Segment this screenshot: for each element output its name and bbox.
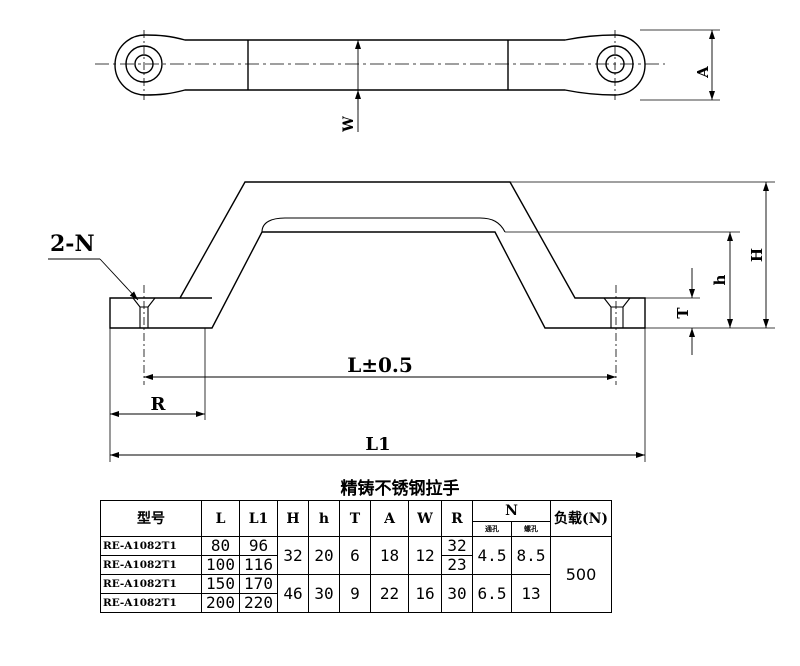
header-A: A	[370, 500, 409, 537]
header-N: N	[472, 500, 551, 522]
front-view	[48, 181, 775, 462]
group-2-N-thread: 13	[511, 574, 551, 613]
load-value: 500	[550, 536, 612, 613]
group-1-A: 18	[370, 536, 409, 575]
header-load: 负载(N)	[550, 500, 612, 537]
group-2-R: 30	[441, 574, 473, 613]
table-title: 精铸不锈钢拉手	[340, 479, 460, 499]
group-2-A: 22	[370, 574, 409, 613]
row-4-L: 200	[201, 593, 240, 613]
header-L1: L1	[239, 500, 278, 537]
group-1-W: 12	[408, 536, 442, 575]
dim-A-label: A	[694, 66, 712, 79]
group-2-H: 46	[277, 574, 309, 613]
header-H: H	[277, 500, 309, 537]
row-4-L1: 220	[239, 593, 278, 613]
header-T: T	[339, 500, 371, 537]
group-1-N-through: 4.5	[472, 536, 512, 575]
group-2-N-through: 6.5	[472, 574, 512, 613]
group-2-h: 30	[308, 574, 340, 613]
group-1-h: 20	[308, 536, 340, 575]
dim-N-label: 2-N	[50, 231, 95, 257]
dim-L1-label: L1	[365, 434, 390, 455]
dim-T-label: T	[674, 307, 692, 319]
top-view-outline	[114, 34, 646, 96]
header-h: h	[308, 500, 340, 537]
header-R: R	[441, 500, 473, 537]
group-1-N-thread: 8.5	[511, 536, 551, 575]
header-model: 型号	[100, 500, 202, 537]
row-1-model: RE-A1082T1	[100, 536, 202, 556]
row-3-L1: 170	[239, 574, 278, 594]
row-1-L: 80	[201, 536, 240, 556]
header-N-thread-hole: 螺孔	[511, 521, 551, 537]
row-2-R: 23	[441, 555, 473, 575]
row-3-L: 150	[201, 574, 240, 594]
dim-R-label: R	[151, 394, 167, 415]
row-1-L1: 96	[239, 536, 278, 556]
row-1-R: 32	[441, 536, 473, 556]
header-W: W	[408, 500, 442, 537]
group-2-W: 16	[408, 574, 442, 613]
dim-H-label: H	[748, 248, 766, 262]
row-2-L: 100	[201, 555, 240, 575]
group-1-T: 6	[339, 536, 371, 575]
group-1-H: 32	[277, 536, 309, 575]
dim-L-label: L±0.5	[347, 353, 413, 377]
row-3-model: RE-A1082T1	[100, 574, 202, 594]
group-2-T: 9	[339, 574, 371, 613]
row-4-model: RE-A1082T1	[100, 593, 202, 613]
dim-W-label: W	[341, 116, 357, 133]
spec-table: 型号 L L1 H h T A W R N 负载(N) 通孔 螺孔 RE-A10…	[100, 500, 612, 613]
front-view-outline	[109, 181, 646, 329]
row-2-model: RE-A1082T1	[100, 555, 202, 575]
top-view	[95, 29, 720, 132]
right-countersink	[603, 297, 631, 328]
header-N-through-hole: 通孔	[472, 521, 512, 537]
dim-h-label: h	[711, 274, 729, 285]
header-L: L	[201, 500, 240, 537]
row-2-L1: 116	[239, 555, 278, 575]
